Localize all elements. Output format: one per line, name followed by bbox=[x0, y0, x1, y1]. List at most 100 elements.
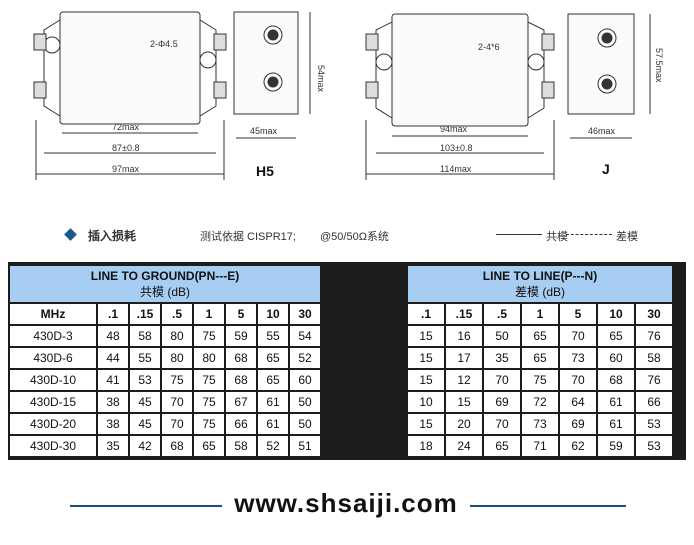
value-cell: 62 bbox=[560, 436, 596, 456]
value-cell: 17 bbox=[446, 348, 482, 368]
value-cell: 60 bbox=[598, 348, 634, 368]
value-cell: 50 bbox=[290, 392, 320, 412]
value-cell: 75 bbox=[194, 370, 224, 390]
value-cell: 64 bbox=[560, 392, 596, 412]
value-cell: 70 bbox=[484, 414, 520, 434]
value-cell: 52 bbox=[258, 436, 288, 456]
freq-header: 10 bbox=[598, 304, 634, 324]
value-cell: 35 bbox=[98, 436, 128, 456]
value-cell: 42 bbox=[130, 436, 160, 456]
value-cell: 38 bbox=[98, 414, 128, 434]
value-cell: 53 bbox=[636, 436, 672, 456]
value-cell: 65 bbox=[598, 326, 634, 346]
value-cell: 70 bbox=[162, 392, 192, 412]
value-cell: 66 bbox=[636, 392, 672, 412]
value-cell: 71 bbox=[522, 436, 558, 456]
value-cell: 69 bbox=[560, 414, 596, 434]
value-cell: 35 bbox=[484, 348, 520, 368]
value-cell: 45 bbox=[130, 392, 160, 412]
h5-side-width: 45max bbox=[250, 126, 278, 136]
h5-dim-2: 87±0.8 bbox=[112, 143, 139, 153]
insertion-loss-tables: LINE TO GROUND(PN---E) 共模 (dB) MHz.1.15.… bbox=[8, 262, 686, 460]
value-cell: 61 bbox=[258, 414, 288, 434]
freq-header: 10 bbox=[258, 304, 288, 324]
freq-header: .1 bbox=[408, 304, 444, 324]
h5-dim-3: 97max bbox=[112, 164, 140, 174]
test-basis-note: 测试依据 CISPR17; bbox=[200, 231, 296, 243]
value-cell: 68 bbox=[226, 348, 256, 368]
h5-hole-label: 2-Φ4.5 bbox=[150, 39, 178, 49]
value-cell: 15 bbox=[408, 348, 444, 368]
value-cell: 73 bbox=[522, 414, 558, 434]
value-cell: 59 bbox=[598, 436, 634, 456]
freq-unit-label: MHz bbox=[10, 304, 96, 324]
j-side-height: 57.5max bbox=[654, 48, 664, 83]
value-cell: 51 bbox=[290, 436, 320, 456]
value-cell: 38 bbox=[98, 392, 128, 412]
mechanical-drawings: 2-Φ4.5 72max 87±0.8 97max 54max 45max 2-… bbox=[33, 11, 664, 180]
value-cell: 44 bbox=[98, 348, 128, 368]
value-cell: 15 bbox=[446, 392, 482, 412]
j-front-view bbox=[365, 13, 555, 180]
value-cell: 68 bbox=[162, 436, 192, 456]
value-cell: 75 bbox=[194, 392, 224, 412]
value-cell: 41 bbox=[98, 370, 128, 390]
test-system-note: @50/50Ω系统 bbox=[320, 231, 389, 243]
j-dim-1: 94max bbox=[440, 124, 468, 134]
divider bbox=[470, 505, 626, 507]
value-cell: 68 bbox=[226, 370, 256, 390]
value-cell: 76 bbox=[636, 326, 672, 346]
website-url[interactable]: www.shsaiji.com bbox=[234, 488, 458, 518]
legend-diff: 差模 bbox=[566, 228, 638, 243]
ground-table-header: LINE TO GROUND(PN---E) 共模 (dB) bbox=[10, 266, 320, 302]
model-name: 430D-30 bbox=[10, 436, 96, 456]
value-cell: 76 bbox=[636, 370, 672, 390]
value-cell: 58 bbox=[226, 436, 256, 456]
value-cell: 65 bbox=[522, 348, 558, 368]
freq-header: .5 bbox=[484, 304, 520, 324]
value-cell: 15 bbox=[408, 326, 444, 346]
model-name: 430D-20 bbox=[10, 414, 96, 434]
j-model-label: J bbox=[602, 161, 610, 177]
value-cell: 75 bbox=[522, 370, 558, 390]
value-cell: 54 bbox=[290, 326, 320, 346]
freq-header: 30 bbox=[636, 304, 672, 324]
value-cell: 73 bbox=[560, 348, 596, 368]
j-side-view bbox=[567, 13, 651, 139]
divider bbox=[70, 505, 222, 507]
insertion-loss-header: 插入损耗 测试依据 CISPR17; @50/50Ω系统 共模 差模 bbox=[64, 226, 684, 246]
model-name: 430D-15 bbox=[10, 392, 96, 412]
h5-side-height: 54max bbox=[316, 65, 326, 93]
value-cell: 20 bbox=[446, 414, 482, 434]
line-table-header: LINE TO LINE(P---N) 差模 (dB) bbox=[408, 266, 672, 302]
value-cell: 52 bbox=[290, 348, 320, 368]
value-cell: 61 bbox=[258, 392, 288, 412]
value-cell: 75 bbox=[194, 414, 224, 434]
value-cell: 70 bbox=[560, 370, 596, 390]
freq-header: 1 bbox=[522, 304, 558, 324]
value-cell: 60 bbox=[290, 370, 320, 390]
value-cell: 70 bbox=[560, 326, 596, 346]
value-cell: 65 bbox=[194, 436, 224, 456]
legend-common: 共模 bbox=[496, 228, 568, 243]
freq-header: 1 bbox=[194, 304, 224, 324]
value-cell: 70 bbox=[162, 414, 192, 434]
value-cell: 65 bbox=[522, 326, 558, 346]
value-cell: 59 bbox=[226, 326, 256, 346]
h5-model-label: H5 bbox=[256, 163, 274, 179]
value-cell: 53 bbox=[130, 370, 160, 390]
value-cell: 80 bbox=[162, 326, 192, 346]
j-side-width: 46max bbox=[588, 126, 616, 136]
value-cell: 15 bbox=[408, 370, 444, 390]
value-cell: 50 bbox=[484, 326, 520, 346]
dashed-line-icon bbox=[566, 233, 612, 235]
freq-header: .5 bbox=[162, 304, 192, 324]
